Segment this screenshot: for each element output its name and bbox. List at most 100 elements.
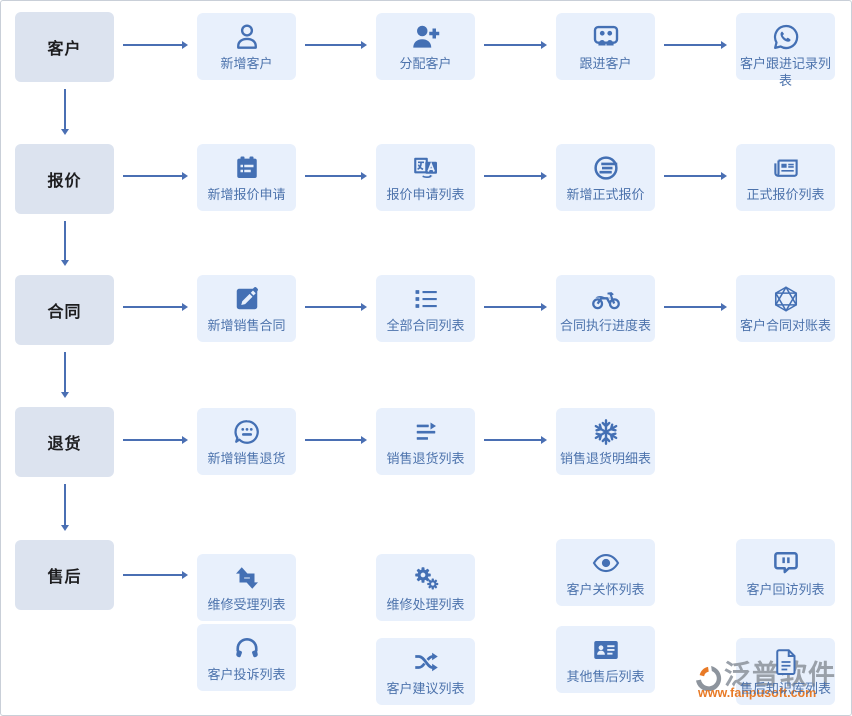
step-box[interactable]: 新增客户 [197,13,296,80]
step-label: 合同执行进度表 [559,318,651,333]
comment-dots-icon [232,415,262,448]
flow-arrow-right [484,172,547,180]
chat-bubble-icon [771,546,801,579]
people-board-icon [591,20,621,53]
user-plus-icon [411,20,441,53]
step-label: 新增销售合同 [207,318,286,333]
edit-square-icon [232,282,262,315]
step-box[interactable]: 合同执行进度表 [556,275,655,342]
flow-arrow-right [123,172,188,180]
step-label: 其他售后列表 [566,669,645,684]
category-box: 报价 [15,144,114,214]
circle-lines-icon [591,151,621,184]
step-label: 客户投诉列表 [207,667,286,682]
step-label: 客户回访列表 [746,582,825,597]
motorcycle-icon [591,282,621,315]
step-label: 销售退货明细表 [559,451,651,466]
lines-arrow-icon [411,415,441,448]
step-box[interactable]: 客户合同对账表 [736,275,835,342]
step-label: 全部合同列表 [386,318,465,333]
flow-arrow-right [305,303,367,311]
step-label: 新增报价申请 [207,187,286,202]
flow-arrow-right [664,172,727,180]
step-label: 维修处理列表 [386,597,465,612]
newspaper-icon [771,151,801,184]
step-label: 正式报价列表 [746,187,825,202]
flow-arrow-right [484,41,547,49]
step-label: 新增客户 [220,56,273,71]
hexagon-wireframe-icon [771,282,801,315]
category-label: 报价 [47,173,82,190]
step-box[interactable]: 销售退货明细表 [556,408,655,475]
step-box[interactable]: 报价申请列表 [376,144,475,211]
flow-arrow-right [484,303,547,311]
step-box[interactable]: 新增销售合同 [197,275,296,342]
step-box[interactable]: 正式报价列表 [736,144,835,211]
category-box: 合同 [15,275,114,345]
category-label: 退货 [47,436,82,453]
step-box[interactable]: 客户建议列表 [376,638,475,705]
step-box[interactable]: 客户投诉列表 [197,624,296,691]
shuffle-icon [411,645,441,678]
step-box[interactable]: 全部合同列表 [376,275,475,342]
category-box: 售后 [15,540,114,610]
category-label: 售后 [47,569,82,586]
flow-arrow-down [60,89,69,135]
flow-arrow-right [123,571,188,579]
snowflake-icon [591,415,621,448]
gears-icon [411,561,441,594]
category-label: 合同 [47,304,82,321]
step-box[interactable]: 客户回访列表 [736,539,835,606]
step-label: 客户跟进记录列表 [739,56,831,88]
phone-bubble-icon [771,20,801,53]
category-box: 客户 [15,12,114,82]
step-label: 维修受理列表 [207,597,286,612]
step-label: 客户合同对账表 [739,318,831,333]
step-label: 跟进客户 [579,56,632,71]
loop-arrows-icon [232,561,262,594]
flow-arrow-right [484,436,547,444]
eye-icon [591,546,621,579]
step-box[interactable]: 售后知识库列表 [736,638,835,705]
step-box[interactable]: 新增报价申请 [197,144,296,211]
brand-url: www.fanpusoft.com [698,686,817,700]
document-icon [771,645,801,678]
step-label: 新增正式报价 [566,187,645,202]
category-label: 客户 [47,41,82,58]
step-label: 客户建议列表 [386,681,465,696]
step-box[interactable]: 维修受理列表 [197,554,296,621]
step-box[interactable]: 新增正式报价 [556,144,655,211]
step-label: 售后知识库列表 [739,681,831,696]
flow-arrow-right [305,41,367,49]
clipboard-form-icon [232,151,262,184]
flow-arrow-right [664,303,727,311]
category-box: 退货 [15,407,114,477]
step-box[interactable]: 其他售后列表 [556,626,655,693]
step-label: 客户关怀列表 [566,582,645,597]
flow-arrow-down [60,221,69,266]
headphones-icon [232,631,262,664]
flow-arrow-right [123,41,188,49]
flow-arrow-right [305,172,367,180]
step-box[interactable]: 销售退货列表 [376,408,475,475]
step-label: 报价申请列表 [386,187,465,202]
list-bullets-icon [411,282,441,315]
brand-logo-icon [693,663,724,694]
step-box[interactable]: 客户跟进记录列表 [736,13,835,88]
flow-arrow-down [60,352,69,398]
step-label: 分配客户 [399,56,452,71]
step-box[interactable]: 分配客户 [376,13,475,80]
flow-arrow-down [60,484,69,531]
step-label: 销售退货列表 [386,451,465,466]
step-label: 新增销售退货 [207,451,286,466]
step-box[interactable]: 维修处理列表 [376,554,475,621]
step-box[interactable]: 跟进客户 [556,13,655,80]
flow-arrow-right [305,436,367,444]
id-card-icon [591,633,621,666]
brand-watermark: 泛普软件 www.fanpusoft.com [691,649,849,701]
flow-arrow-right [664,41,727,49]
step-box[interactable]: 客户关怀列表 [556,539,655,606]
flow-arrow-right [123,436,188,444]
step-box[interactable]: 新增销售退货 [197,408,296,475]
